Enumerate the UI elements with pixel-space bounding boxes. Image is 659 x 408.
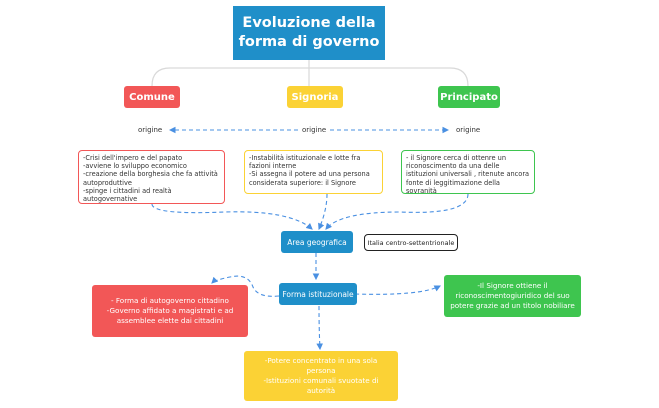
card-signoria-origin[interactable]: -Instabilità istituzionale e lotte fra f… — [244, 150, 383, 194]
origin-label-right: origine — [454, 125, 483, 135]
origin-label-left: origine — [136, 125, 165, 135]
main-title[interactable]: Evoluzione della forma di governo — [233, 6, 385, 60]
branch-comune[interactable]: Comune — [124, 86, 180, 108]
card-connectors — [151, 193, 469, 231]
forma-connectors — [211, 275, 441, 351]
card-principato-origin[interactable]: - il Signore cerca di ottenre un riconos… — [401, 150, 535, 195]
title-tree-lines — [151, 60, 469, 87]
node-italia[interactable]: Italia centro-settentrionale — [364, 234, 458, 251]
branch-signoria[interactable]: Signoria — [287, 86, 343, 108]
branch-principato[interactable]: Principato — [438, 86, 500, 108]
origin-label-center: origine — [300, 125, 329, 135]
note-comune[interactable]: - Forma di autogoverno cittadino -Govern… — [92, 285, 248, 337]
note-principato[interactable]: -Il Signore ottiene il riconoscimentogiu… — [444, 275, 581, 317]
node-forma-istituzionale[interactable]: Forma istituzionale — [279, 283, 357, 305]
node-area-geografica[interactable]: Area geografica — [281, 231, 353, 253]
note-signoria[interactable]: -Potere concentrato in una sola persona … — [244, 351, 398, 401]
card-comune-origin[interactable]: -Crisi dell'impero e del papato -avviene… — [78, 150, 225, 204]
